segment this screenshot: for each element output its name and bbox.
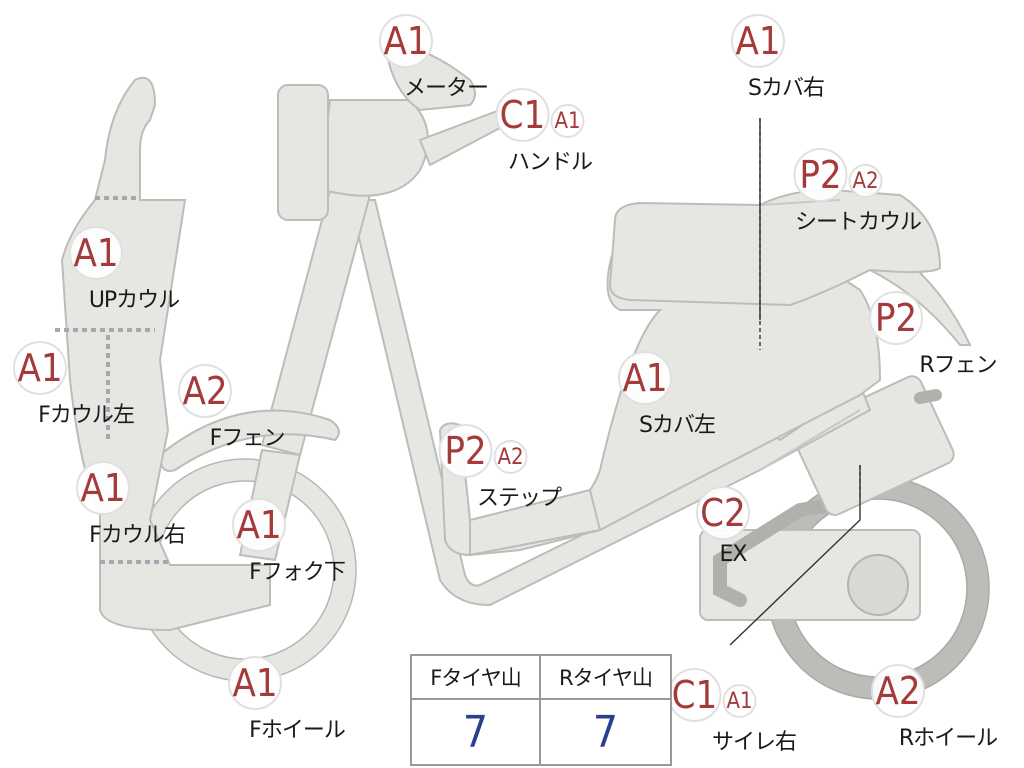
part-name: Sカバ左 [639, 413, 716, 438]
headset-shape [318, 99, 429, 197]
rear-hub-shape [847, 554, 909, 616]
part-name: Fホイール [249, 718, 346, 743]
grade-badge: A2 [178, 364, 232, 418]
rear-tire-value: 7 [592, 706, 619, 758]
sub-grade-badge: A2 [848, 164, 883, 198]
part-name: Fカウル左 [38, 403, 135, 428]
side-cover-shape [469, 248, 882, 557]
front-fender-shape [158, 409, 340, 472]
sub-grade-badge: A2 [493, 440, 528, 474]
silencer-tip-shape [914, 389, 942, 404]
grade-badge: A1 [13, 341, 67, 395]
part-name: Fカウル右 [89, 523, 186, 548]
part-name: サイレ右 [711, 730, 797, 755]
step-floor-shape [469, 488, 602, 557]
grade-badge: C1 [495, 88, 550, 142]
front-tire-value: 7 [412, 700, 541, 764]
grade-badge: A1 [69, 226, 123, 280]
rear-tire-header: Rタイヤ山 [541, 656, 670, 700]
headlight-shape [277, 84, 329, 221]
grade-badge: A2 [871, 664, 925, 718]
part-name: Rフェン [919, 353, 997, 378]
exhaust-pipe-shape [713, 498, 837, 607]
part-name: EX [719, 542, 748, 567]
grade-badge: A1 [731, 14, 785, 68]
grade-badge: A1 [228, 656, 282, 710]
grade-badge: A1 [618, 351, 672, 405]
part-name: Rホイール [898, 726, 998, 751]
leader-silencer-right [729, 465, 861, 646]
part-name: シートカウル [794, 210, 922, 235]
part-name: ステップ [476, 486, 562, 511]
tire-tread-table: Fタイヤ山 Rタイヤ山 7 7 [410, 654, 672, 766]
sub-grade-badge: A1 [722, 684, 757, 718]
grade-badge: P2 [793, 148, 848, 202]
grade-badge: P2 [438, 424, 493, 478]
frame-inner-line [759, 409, 861, 471]
part-name: Sカバ右 [748, 76, 825, 101]
sub-grade-badge: A1 [550, 104, 585, 138]
grade-badge: C1 [667, 668, 722, 722]
part-name: UPカウル [88, 288, 180, 313]
part-name: Fフェン [209, 426, 286, 451]
part-name: メーター [403, 76, 489, 101]
part-name: Fフォク下 [249, 560, 346, 585]
grade-badge: A1 [379, 14, 433, 68]
grade-badge: A1 [76, 461, 130, 515]
grade-badge: C2 [696, 486, 750, 540]
grade-badge: P2 [869, 291, 923, 345]
front-tire-header: Fタイヤ山 [412, 656, 541, 700]
part-name: ハンドル [507, 150, 593, 175]
grade-badge: A1 [232, 498, 286, 552]
